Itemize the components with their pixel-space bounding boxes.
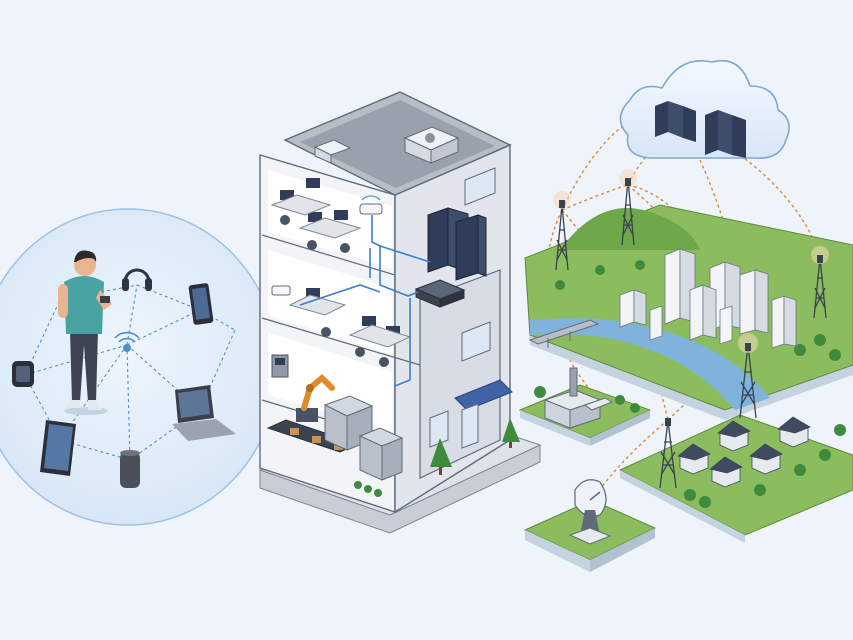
server-rack-icon	[655, 101, 746, 158]
headphones-icon	[122, 268, 152, 291]
industrial-machine-icon	[271, 354, 404, 481]
satellite-dish-icon	[568, 479, 612, 545]
cell-tower-icon	[553, 169, 829, 489]
skyscraper-icon	[619, 248, 797, 349]
cloud-and-city	[518, 60, 853, 572]
enterprise-building	[258, 91, 542, 534]
personal-area-network	[0, 208, 279, 526]
cloud-icon	[619, 60, 790, 159]
person-icon	[58, 250, 112, 415]
wireless-access-point-icon	[271, 195, 383, 296]
office-desk-icon	[270, 178, 362, 253]
smart-speaker-icon	[120, 450, 140, 488]
tablet-icon	[40, 420, 76, 476]
smartphone-icon	[188, 283, 214, 325]
wired-links	[299, 215, 431, 387]
wifi-hub-icon	[114, 331, 140, 352]
server-rack-icon	[427, 207, 487, 281]
tree-icon	[354, 418, 520, 497]
smartwatch-icon	[12, 361, 34, 387]
office-desk-icon	[288, 288, 412, 367]
laptop-icon	[172, 385, 236, 441]
hvac-unit-icon	[313, 126, 460, 164]
bridge-icon	[528, 319, 600, 348]
factory-icon	[543, 367, 614, 429]
network-switch-icon	[414, 279, 466, 308]
awning-icon	[454, 379, 513, 449]
robot-arm-icon	[296, 373, 335, 422]
tree-icon	[534, 260, 846, 508]
house-icon	[677, 416, 811, 488]
